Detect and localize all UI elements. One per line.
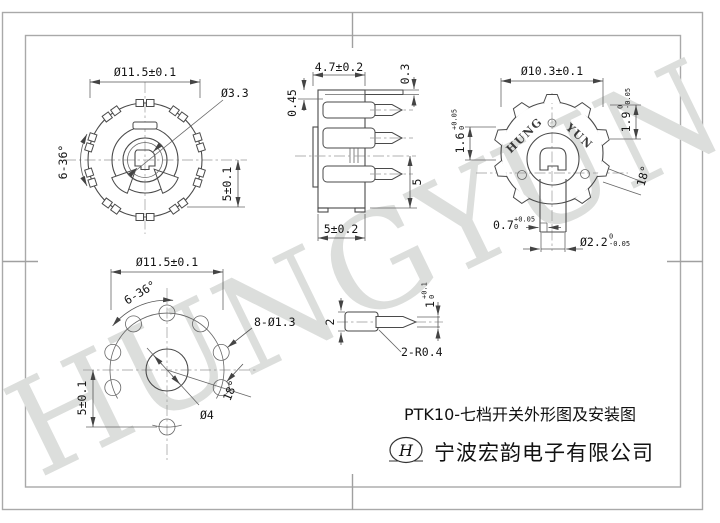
dim-stem-step-tol-top: +0.05	[514, 216, 535, 224]
knob-top-slot	[132, 121, 158, 130]
dim-stem-step: 0.7	[493, 218, 514, 232]
center-mounting-hole	[145, 348, 189, 392]
drawing-border	[1, 11, 704, 511]
company-logo-letter: H	[398, 441, 414, 460]
dim-body-height: 5±0.2	[324, 222, 359, 236]
dim-mounting-height: 5±0.1	[75, 381, 89, 416]
dim-terminal-thickness-tol-top: +0.1	[421, 282, 429, 299]
dim-stem-step-tol-bottom: 0	[514, 223, 518, 231]
knob-top-view: Ø3.3 Ø11.5±0.1 6-36° 5±0.1	[56, 65, 249, 234]
dim-bottom-index-angle: 18°	[634, 164, 653, 188]
dim-mounting-outer-diameter: Ø11.5±0.1	[136, 255, 198, 269]
dim-knob-outer-diameter: Ø11.5±0.1	[114, 65, 176, 79]
mounting-view: Ø4 18° 6-36° 8-Ø1.3 Ø11.5±0.1 5±0.1	[75, 255, 296, 460]
top-flange-plate	[364, 89, 404, 95]
drawing-title: PTK10-七档开关外形图及安装图	[404, 405, 636, 424]
terminal-1	[322, 101, 404, 119]
dim-shaft-diameter-tol-top: 0	[609, 233, 613, 241]
dim-body-width: 4.7±0.2	[315, 60, 363, 74]
dim-shaft-diameter: Ø2.2	[580, 235, 608, 249]
knob-rim-tabs	[84, 99, 206, 221]
dim-shaft-diameter-tol-bottom: -0.05	[609, 240, 630, 248]
dim-bottom-outer-diameter: Ø10.3±0.1	[521, 64, 583, 78]
dim-knob-shaft-hole: Ø3.3	[221, 86, 249, 100]
dim-knob-height: 5±0.1	[220, 167, 234, 202]
dim-key-width: 1.6	[453, 133, 467, 154]
dim-slot-width: 1.9	[619, 112, 633, 133]
dim-slot-width-tol-top: 0	[617, 105, 625, 109]
company-logo: H	[389, 436, 423, 464]
dim-knob-detent-angle: 6-36°	[56, 145, 70, 180]
dim-terminal-fillet: 2-R0.4	[401, 345, 443, 359]
dim-key-width-tol-bottom: 0	[458, 126, 466, 130]
dim-terminal-thickness-tol-bottom: 0	[428, 295, 436, 299]
terminal-3	[322, 165, 404, 183]
dim-center-hole: Ø4	[200, 408, 214, 422]
company-name: 宁波宏韵电子有限公司	[434, 441, 654, 465]
terminal-2	[322, 127, 404, 149]
dim-flange-thickness: 0.3	[398, 64, 412, 85]
shaft-key-hole-bottom	[539, 147, 567, 171]
dim-terminal-thickness: 1	[423, 301, 437, 308]
title-block: PTK10-七档开关外形图及安装图 H 宁波宏韵电子有限公司	[389, 405, 654, 465]
detent-tabs	[494, 94, 610, 204]
shaft-key-hole	[134, 149, 156, 171]
dim-step: 0.45	[285, 89, 299, 117]
side-view: 4.7±0.2 0.3 0.45 5 5±0.2	[285, 60, 424, 241]
terminal-detail-view: 2 1 +0.1 0 2-R0.4	[323, 282, 443, 359]
dim-pin-holes: 8-Ø1.3	[254, 315, 296, 329]
dim-slot-width-tol-bottom: -0.05	[624, 88, 632, 109]
dim-terminal-span: 5	[410, 179, 424, 186]
dim-key-width-tol-top: +0.05	[451, 109, 459, 130]
dim-terminal-width: 2	[323, 319, 337, 326]
